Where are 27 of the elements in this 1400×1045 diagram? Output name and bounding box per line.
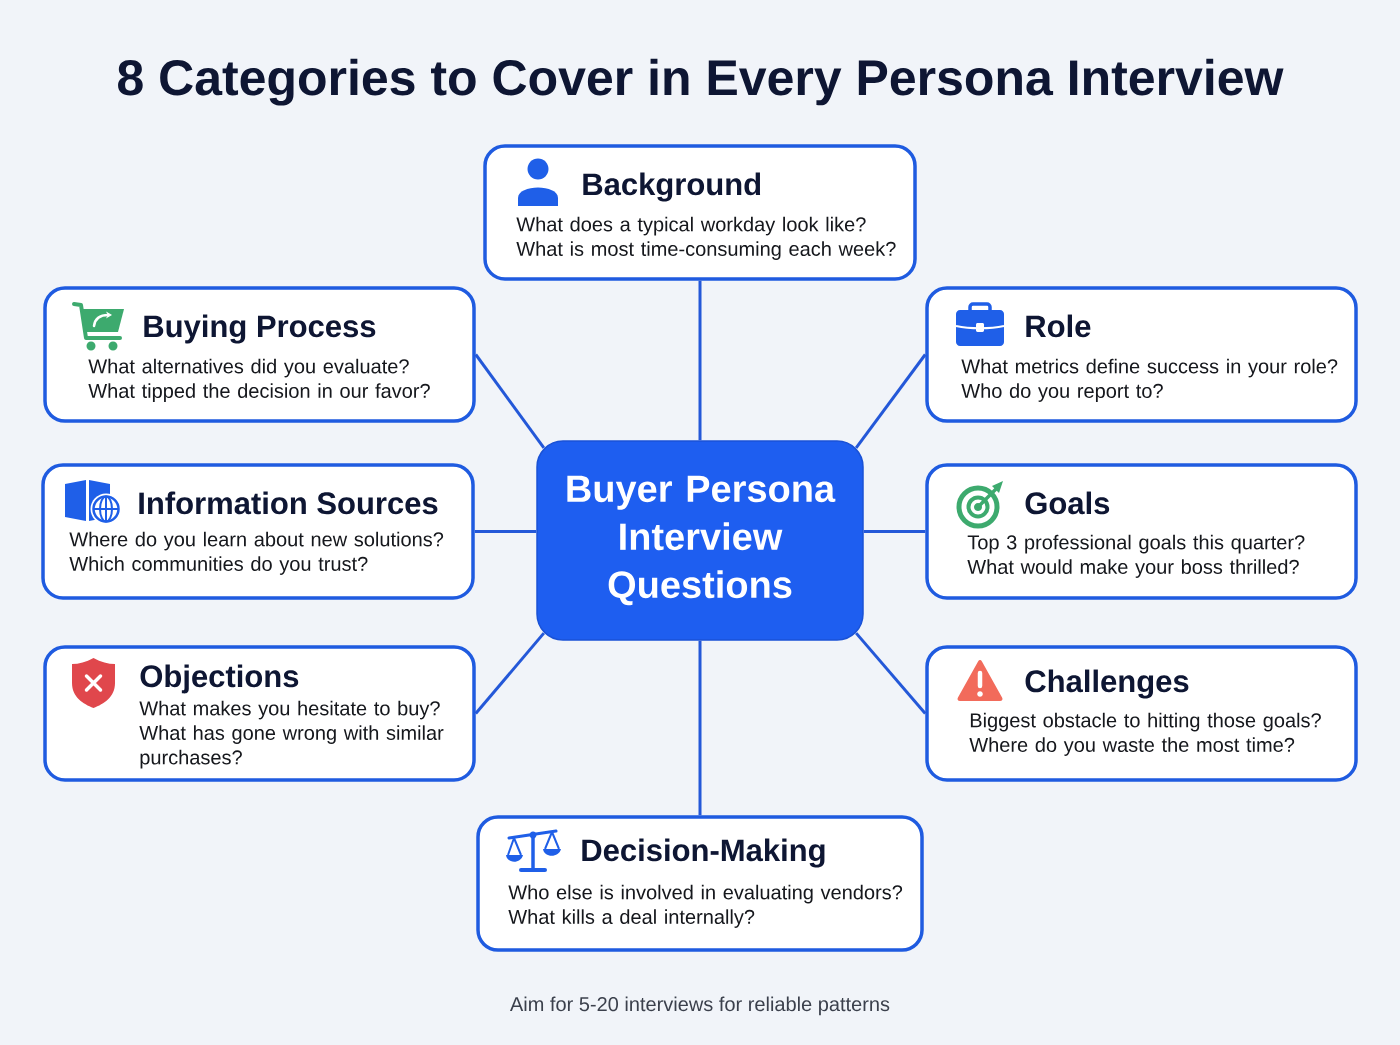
question-text: What does a typical workday look like? What is most time-consuming each week? — [516, 216, 896, 260]
connector-line — [474, 632, 545, 715]
category-heading: Goals — [1025, 491, 1110, 515]
caption: Aim for 5-20 interviews for reliable patterns — [509, 996, 890, 1016]
question-text: Top 3 professional goals this quarter? What would make your boss thrilled? — [967, 534, 1305, 578]
connector-line — [854, 353, 927, 449]
question-text: What alternatives did you evaluate? What tipped the decision in our favor? — [88, 358, 430, 402]
connector-line — [474, 530, 537, 533]
category-heading: Objections — [140, 664, 299, 694]
connector-line — [698, 280, 702, 441]
question-text: Where do you learn about new solutions? Which communities do you trust? — [69, 531, 444, 575]
category-heading: Buying Process — [144, 314, 376, 344]
connector-line — [474, 353, 546, 449]
category-heading: Role — [1026, 314, 1091, 338]
connector-line — [698, 640, 702, 816]
category-heading: Information Sources — [139, 491, 438, 515]
category-heading: Background — [583, 172, 761, 202]
connector-line — [863, 530, 926, 533]
hub-box: Buyer Persona Interview Questions — [536, 440, 864, 641]
connector-line — [855, 632, 927, 715]
title: 8 Categories to Cover in Every Persona Interview — [118, 58, 1284, 106]
category-heading: Challenges — [1025, 669, 1189, 699]
question-text: Biggest obstacle to hitting those goals? Where do you waste the most time? — [969, 712, 1321, 756]
question-text: Who else is involved in evaluating vendors? What kills a deal internally? — [508, 884, 903, 928]
category-heading: Decision-Making — [582, 838, 825, 868]
question-text: What metrics define success in your role? Who do you report to? — [961, 358, 1338, 402]
question-text: What makes you hesitate to buy? What has gone wrong with similar purchases? — [139, 700, 444, 769]
